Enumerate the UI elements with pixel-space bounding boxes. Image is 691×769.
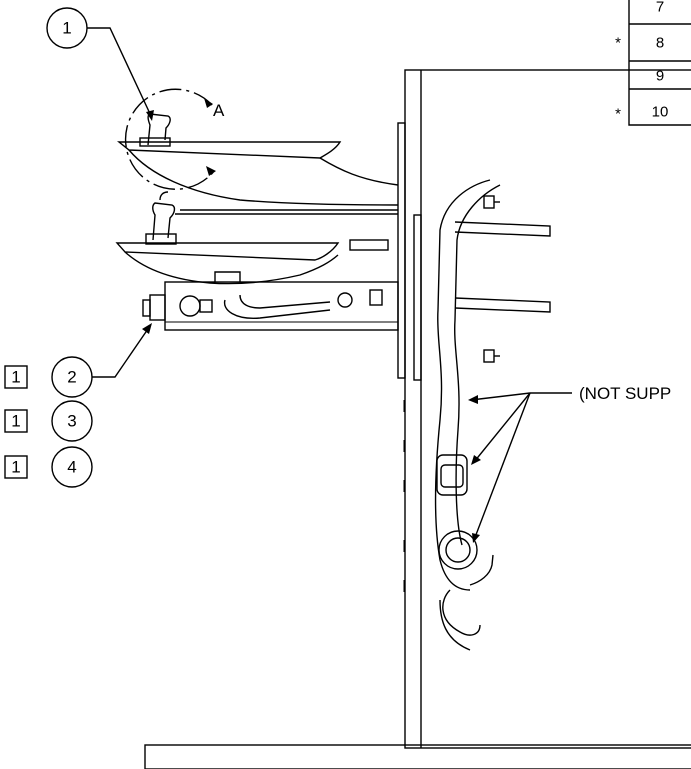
balloon-1-number: 1: [62, 19, 71, 38]
wall-brackets: [454, 221, 551, 313]
pedestal: [397, 69, 691, 749]
detail-circle-a: A: [124, 88, 225, 190]
balloon-2-number: 2: [67, 368, 76, 387]
table-marker-8: *: [615, 35, 621, 52]
parts-table: 7 8 9 10 * *: [615, 0, 691, 126]
table-marker-10: *: [615, 106, 621, 123]
floor-base-plate: [144, 744, 691, 769]
balloon-2: 1 2: [4, 323, 152, 398]
balloon-3: 1 3: [4, 400, 93, 442]
balloon-4-number: 4: [67, 458, 76, 477]
balloon-3-number: 3: [67, 412, 76, 431]
balloon-3-box: 1: [11, 412, 20, 431]
balloon-4-box: 1: [11, 458, 20, 477]
detail-label-a: A: [213, 101, 225, 120]
table-item-8: 8: [656, 35, 664, 52]
upper-bowl: [117, 113, 399, 206]
balloon-1: 1: [46, 7, 154, 121]
valve-body: [142, 271, 399, 331]
table-item-9: 9: [656, 68, 664, 85]
bowl-housing: [175, 209, 398, 215]
lower-bowl: [115, 191, 389, 285]
table-item-7: 7: [656, 0, 664, 16]
not-supplied-note: (NOT SUPP: [468, 384, 671, 543]
balloon-4: 1 4: [4, 446, 93, 488]
note-text: (NOT SUPP: [579, 384, 671, 403]
drain-plumbing: [434, 179, 501, 651]
balloon-2-box: 1: [11, 368, 20, 387]
table-item-10: 10: [652, 104, 669, 121]
